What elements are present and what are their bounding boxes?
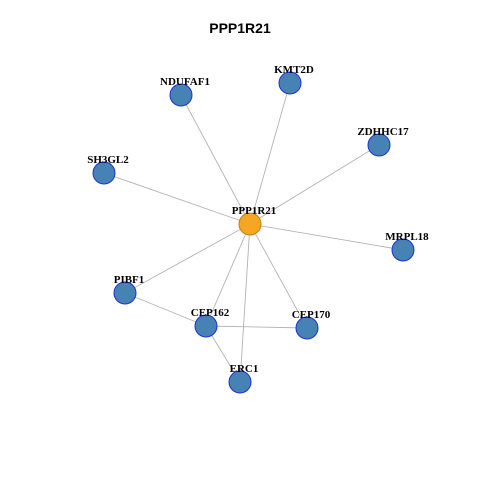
node-mrpl18 (391, 238, 415, 262)
node-label-ndufaf1: NDUFAF1 (160, 76, 210, 88)
node-erc1 (228, 370, 252, 394)
edge-ppp1r21-pibf1 (124, 223, 251, 294)
node-cep162 (194, 314, 218, 338)
edge-ppp1r21-cep162 (205, 223, 251, 327)
node-label-kmt2d: KMT2D (274, 64, 314, 76)
nodes-layer (92, 71, 415, 394)
edge-ppp1r21-mrpl18 (249, 223, 404, 251)
node-label-erc1: ERC1 (230, 363, 259, 375)
labels-layer: PPP1R21 KMT2D NDUFAF1ZDHHC17SH3GL2MRPL18PI… (87, 64, 429, 375)
node-pibf1 (113, 281, 137, 305)
node-zdhhc17 (367, 133, 391, 157)
node-label-sh3gl2: SH3GL2 (87, 154, 129, 166)
edge-ppp1r21-sh3gl2 (103, 172, 251, 225)
node-label-cep162: CEP162 (191, 307, 230, 319)
node-label-pibf1: PIBF1 (114, 274, 145, 286)
edge-pibf1-cep162 (124, 292, 207, 327)
edge-ppp1r21-zdhhc17 (249, 144, 380, 225)
edge-ppp1r21-erc1 (239, 223, 251, 383)
edge-ppp1r21-ndufaf1 (180, 94, 251, 225)
node-cep170 (295, 316, 319, 340)
node-label-mrpl18: MRPL18 (385, 231, 429, 243)
node-label-cep170: CEP170 (292, 309, 331, 321)
edge-ppp1r21-cep170 (249, 223, 308, 329)
node-label-zdhhc17: ZDHHC17 (357, 126, 409, 138)
node-label-ppp1r21: PPP1R21 (232, 205, 277, 217)
node-sh3gl2 (92, 161, 116, 185)
node-ppp1r21 (238, 212, 262, 236)
edge-ppp1r21-kmt2d (249, 82, 291, 225)
edge-cep162-cep170 (205, 325, 308, 329)
graph-title: PPP1R21 (209, 20, 271, 36)
node-ndufaf1 (169, 83, 193, 107)
node-kmt2d (278, 71, 302, 95)
